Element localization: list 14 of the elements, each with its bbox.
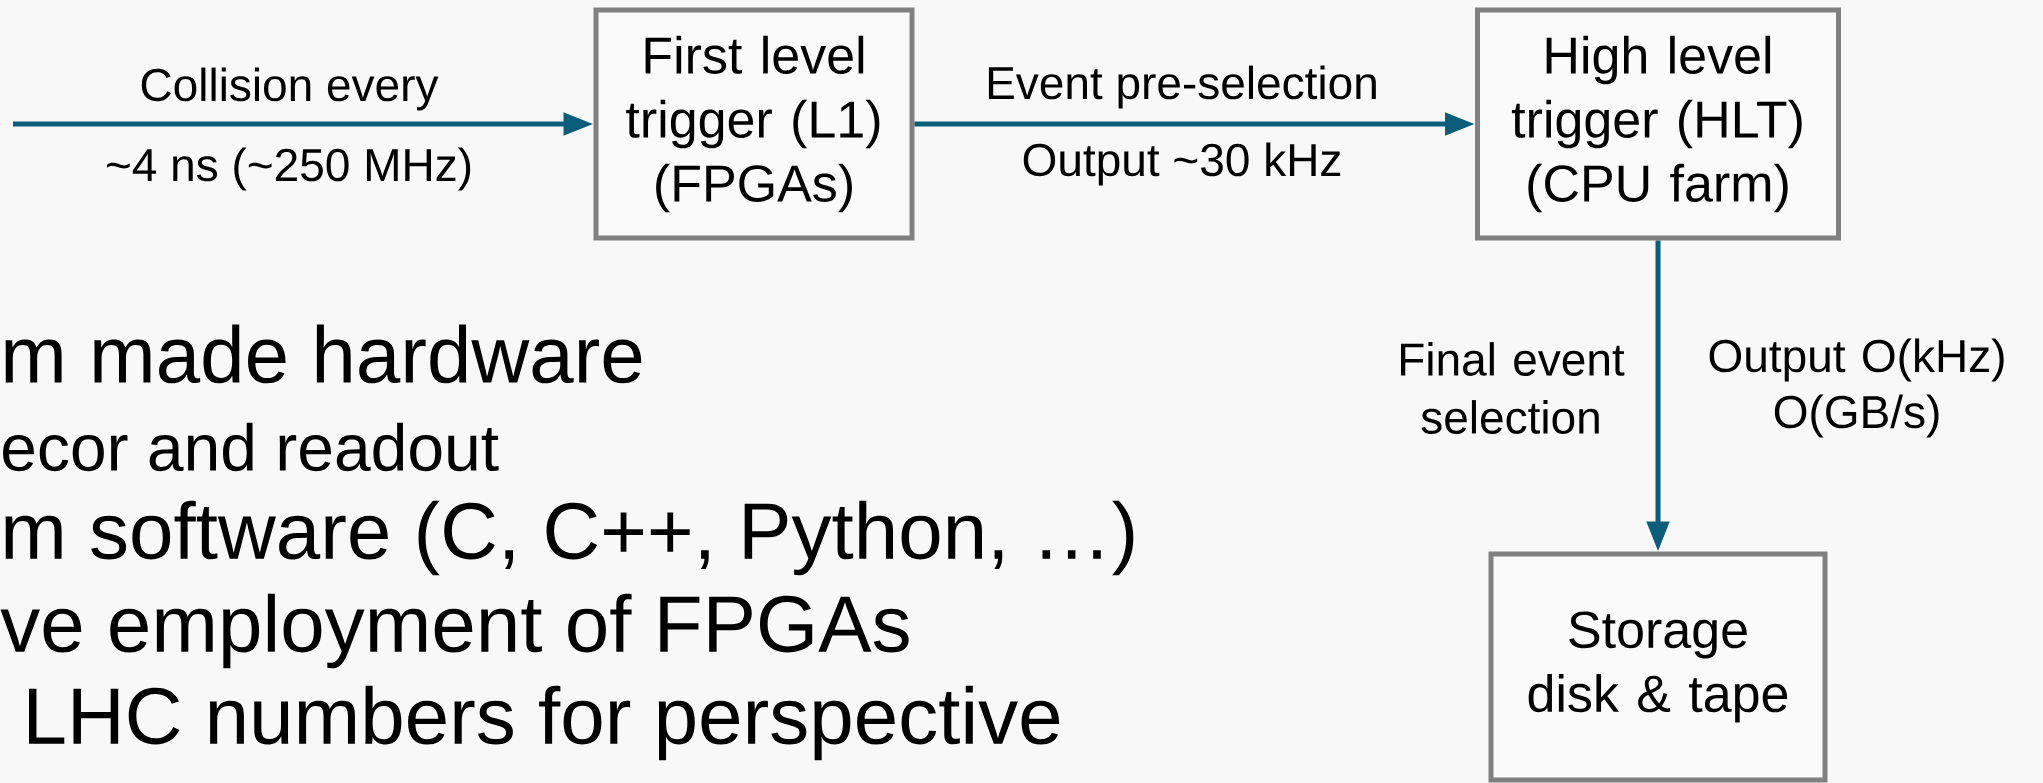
edge-label: Collision every bbox=[141, 67, 439, 111]
rate-label: Output ~30 kHz bbox=[1023, 142, 1341, 186]
rate-label: ~4 ns (~250 MHz) bbox=[107, 147, 471, 191]
process-box: High level trigger (HLT) (CPU farm) bbox=[1475, 7, 1841, 241]
bullet-text: ecor and readout bbox=[3, 422, 499, 472]
process-box: First level trigger (L1) (FPGAs) bbox=[593, 7, 915, 241]
process-box: Storage disk & tape bbox=[1488, 551, 1828, 783]
bullet-text: m software (C, C++, Python, …) bbox=[5, 500, 1134, 576]
edge-label: Event pre-selection bbox=[988, 65, 1376, 109]
rate-label: Output O(kHz) O(GB/s) bbox=[1709, 338, 2004, 438]
bullet-text: ve employment of FPGAs bbox=[0, 593, 909, 669]
edge-label: Final event selection bbox=[1401, 342, 1625, 434]
bullet-text: LHC numbers for perspective bbox=[29, 685, 1060, 761]
bullet-text: m made hardware bbox=[5, 324, 642, 384]
